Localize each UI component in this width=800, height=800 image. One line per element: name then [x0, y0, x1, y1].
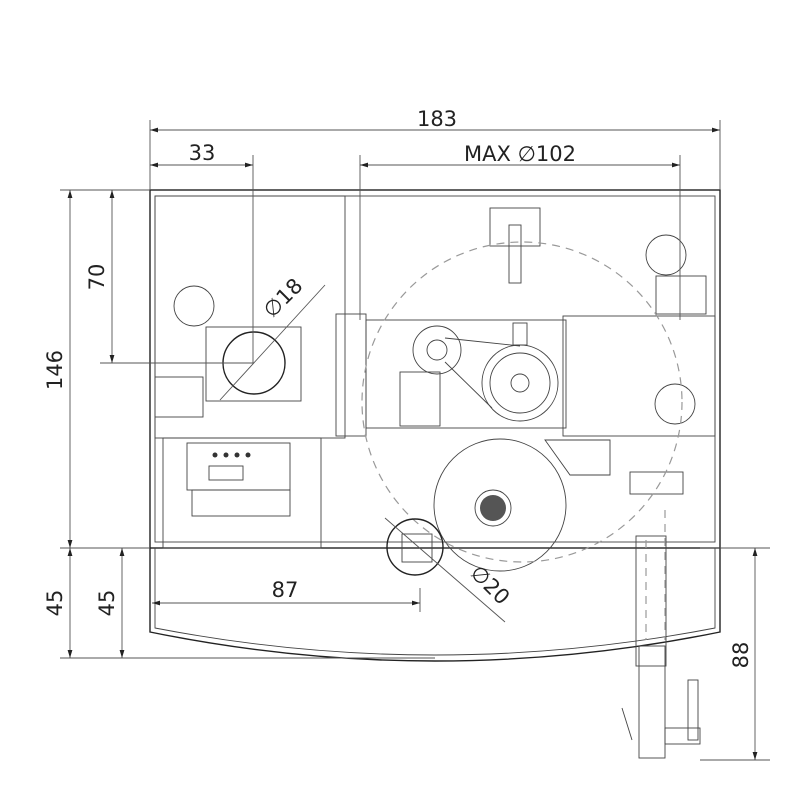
dim-overall-depth: 146	[43, 350, 67, 390]
dimension-lines	[60, 120, 770, 761]
max-reach-circle	[361, 241, 683, 563]
dim-overall-width: 183	[417, 107, 457, 131]
dim-hole-offset-x: 87	[272, 578, 299, 602]
blower	[433, 438, 567, 572]
arm	[638, 645, 666, 759]
pulley	[481, 344, 559, 422]
dim-max-diameter: MAX ∅102	[464, 142, 576, 166]
motor	[399, 371, 441, 427]
dim-left-offset: 33	[189, 141, 216, 165]
dim-hole-offset-y: 70	[85, 264, 109, 291]
dim-arm-length: 88	[729, 642, 753, 669]
motor-plate	[365, 319, 567, 429]
dim-hole-diameter-20: ∅20	[466, 561, 515, 610]
hole-plate	[205, 326, 302, 402]
dim-hole-diameter-18: ∅18	[259, 274, 308, 323]
dim-front-depth-b: 45	[95, 590, 119, 617]
gear	[412, 325, 462, 375]
machine-body	[149, 189, 721, 759]
dim-front-depth-a: 45	[43, 590, 67, 617]
hole-20	[386, 518, 444, 576]
